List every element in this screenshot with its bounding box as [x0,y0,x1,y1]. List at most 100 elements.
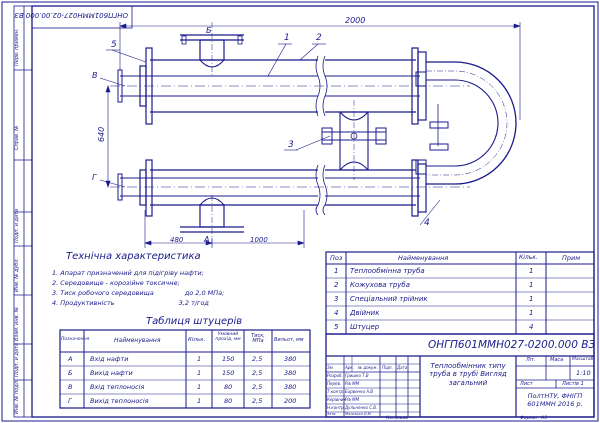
sig-person: Барвенко А.В [345,389,374,394]
sig-role: Розроб. [327,373,343,378]
side-label-2: Справ. № [14,125,20,150]
nozzles-header-5: Тиск, МПа [251,333,265,344]
spec-cell: Теплообмінна труба [350,267,425,275]
tech-line-2: 2. Середовище - корозійне токсичне; [52,279,180,287]
dim-total-length: 2000 [345,16,366,25]
nozzle-cell: 2,5 [252,397,263,405]
nozzles-header-1: Позначення [61,337,90,342]
title-block-mass: Маса [550,357,564,363]
spec-cell: Спеціальний трійник [350,295,428,303]
sig-role: Перев. [327,381,342,386]
position-markers [106,43,326,151]
spec-cell: 1 [529,295,534,303]
nozzles-header-4: Умовний прохід, мм [215,332,241,342]
nozzle-cell: 380 [284,355,297,363]
nozzle-cell: Вихід теплоносія [90,397,149,405]
position-3: 3 [288,140,294,150]
nozzle-cell: Г [68,397,72,405]
dimensions [99,22,521,248]
sig-header-5: Дата [397,365,408,370]
nozzle-cell: 380 [284,383,297,391]
tech-line-1: 1. Апарат призначений для підігріву нафт… [52,269,204,277]
document-stamp: ОНГП601ММН027-02.00.000 ВЗ [14,11,128,19]
position-5: 5 [111,40,117,50]
title-block-lit: Літ. [526,357,536,363]
nozzle-label-g: Г [92,173,97,182]
nozzle-cell: 1 [197,397,202,405]
nozzle-cell: 1 [197,369,202,377]
nozzle-cell: 1 [197,355,202,363]
tech-line-3: 3. Тиск робочого середовища до 2,0 МПа; [52,289,225,297]
sig-person: Дульненко С.В. [345,405,378,410]
side-label-3: Подп. и дата [14,208,20,243]
footer-copied: Копіював [386,416,408,421]
dim-mid: 1000 [250,236,268,244]
spec-cell: 1 [529,281,534,289]
side-strip [13,5,33,418]
spec-cell: Кожухова труба [350,281,411,289]
sig-person: Рів ММ [345,381,360,386]
side-label-5: Взам. инв. № [14,307,20,341]
nozzles-title: Таблиця штуцерів [146,316,243,327]
stamp-box [31,5,133,29]
position-2: 2 [316,33,322,43]
spec-cell: 4 [529,323,534,331]
title-block-sheets: Листів 1 [562,381,584,387]
sig-role: Т.контр. [327,389,345,394]
tech-title: Технічна характеристика [66,251,201,262]
spec-header-name: Найменування [398,254,449,262]
nozzle-cell: Вхід теплоносія [90,383,145,391]
nozzle-label-a: А [204,235,210,244]
nozzles-header-2: Найменування [114,337,161,344]
position-4: 4 [424,218,430,228]
nozzle-cell: 380 [284,369,297,377]
nozzle-label-b: Б [206,26,212,35]
spec-header-pos: Поз [330,254,343,262]
spec-cell: Штуцер [350,323,380,331]
tables-frame [59,251,595,418]
side-label-7: Инв. № подл. [14,379,20,415]
sig-person: Гришко Т.В [345,373,369,378]
title-block-code: ОНГП601ММН027-0200.000 ВЗ [428,339,596,351]
sig-role: Н.контр. [327,405,345,410]
dim-height: 640 [97,126,106,142]
sig-person: Рів ММ [345,397,360,402]
nozzle-cell: 80 [224,397,233,405]
sig-header-2: Арк. [345,365,354,370]
sig-role: Керівник [327,397,346,402]
side-label-6: Подп. и дата [14,342,20,377]
tech-line-4: 4. Продуктивність 3,2 т/год [52,299,209,307]
nozzle-cell: 2,5 [252,383,263,391]
title-block-org: ПолтНТУ, ФНІГП 601ММН 2016 р. [527,392,583,409]
nozzle-cell: 150 [222,369,235,377]
nozzle-cell: Вихід нафти [90,369,133,377]
nozzle-cell: Б [68,369,73,377]
spec-cell: 1 [529,267,534,275]
nozzle-label-v: В [92,71,98,80]
spec-cell: 1 [529,309,534,317]
spec-cell: 1 [334,267,339,275]
nozzle-cell: Вхід нафти [90,355,129,363]
sig-role: Затв. [327,412,337,416]
nozzle-cell: 1 [197,383,202,391]
spec-cell: 4 [334,309,339,317]
footer-format: Формат А3 [520,416,548,421]
nozzle-cell: 2,5 [252,369,263,377]
spec-cell: 3 [334,295,339,303]
nozzles-header-6: Вильот, мм [274,337,304,343]
title-block-scale: 1:10 [576,369,591,377]
title-block-scale-label: Масштаб [572,357,594,362]
sig-header-3: № докум. [358,365,378,370]
side-label-1: Перв. примен. [14,28,20,66]
spec-cell: Двійник [350,309,380,317]
nozzle-cell: 150 [222,355,235,363]
heat-exchanger [110,22,517,245]
nozzle-cell: А [68,355,73,363]
sig-person: Мятизька О.М. [345,412,372,416]
nozzle-cell: 200 [284,397,297,405]
nozzle-cell: В [68,383,73,391]
spec-header-note: Прим [562,254,581,262]
nozzle-cell: 80 [224,383,233,391]
